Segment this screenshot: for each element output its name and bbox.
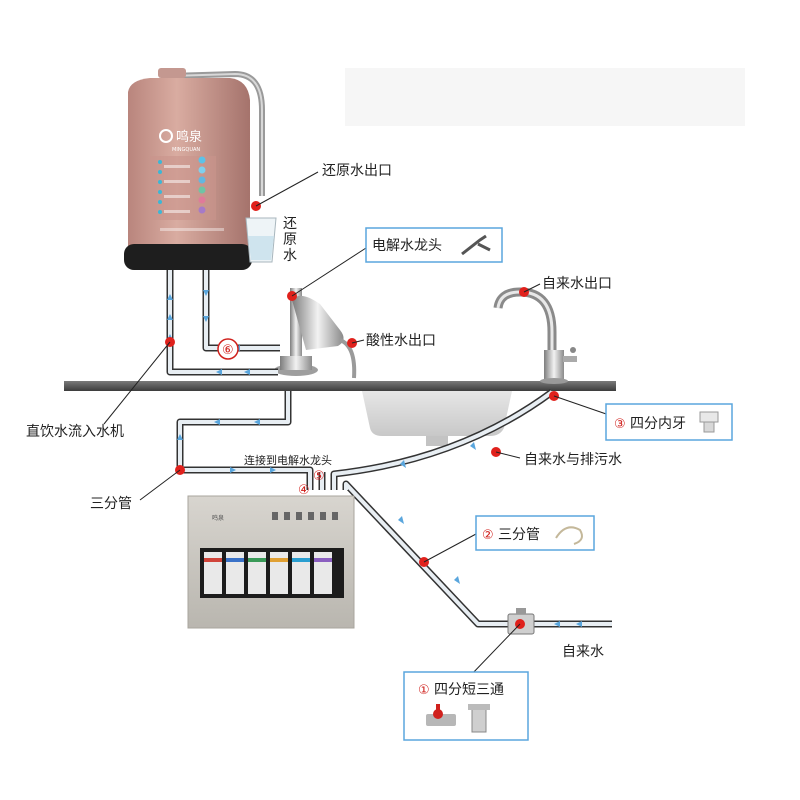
- brand-logo-icon: [159, 129, 173, 143]
- svg-text:电解水龙头: 电解水龙头: [372, 238, 442, 254]
- label-three-quarter-pipe-left: 三分管: [90, 496, 132, 512]
- tap-water-faucet: [493, 287, 577, 384]
- label-reduced-water-v3: 水: [283, 248, 297, 264]
- callout-three-quarter-pipe: ② 三分管: [475, 515, 595, 551]
- background-band: [345, 68, 745, 126]
- sink: [362, 391, 512, 446]
- label-direct-drink-inflow: 直饮水流入水机: [26, 423, 124, 440]
- label-tap-and-drain: 自来水与排污水: [524, 452, 622, 468]
- machine-brand-en: MINGQUAN: [172, 147, 200, 153]
- svg-text:三分管: 三分管: [498, 527, 540, 543]
- label-connect-to-faucet: 连接到电解水龙头: [244, 453, 332, 467]
- machine-brand: 鸣泉: [176, 129, 202, 145]
- svg-text:⑥: ⑥: [222, 343, 234, 358]
- marker-5: ⑤: [313, 469, 325, 484]
- svg-text:四分短三通: 四分短三通: [434, 682, 504, 698]
- callout-short-tee: ① 四分短三通: [403, 671, 529, 741]
- callout-electrolysis-faucet: 电解水龙头: [365, 227, 503, 263]
- label-tap-water-outlet: 自来水出口: [542, 276, 612, 292]
- svg-text:①: ①: [418, 683, 430, 698]
- short-tee-icon: [468, 704, 490, 733]
- countertop: [64, 381, 616, 391]
- label-acid-water-outlet: 酸性水出口: [366, 333, 436, 349]
- label-reduced-water-outlet: 还原水出口: [322, 163, 392, 179]
- glass-cup-icon: [245, 217, 277, 263]
- ball-valve-icon: [426, 704, 456, 726]
- marker-4: ④: [298, 483, 310, 498]
- water-ionizer-machine: 鸣泉 MINGQUAN: [124, 68, 265, 270]
- label-tap-water: 自来水: [562, 644, 604, 660]
- label-reduced-water-v1: 还: [283, 216, 297, 232]
- filter-unit: 鸣泉: [187, 495, 355, 629]
- callout-inner-thread: ③ 四分内牙: [605, 403, 733, 441]
- inner-thread-fitting-icon: [699, 411, 719, 433]
- svg-text:③: ③: [614, 417, 626, 432]
- electrolysis-faucet: [274, 288, 357, 379]
- leader-lines: [103, 171, 613, 677]
- svg-text:②: ②: [482, 528, 494, 543]
- faucet-mini-icon: [461, 234, 491, 256]
- label-reduced-water-v2: 原: [283, 232, 297, 248]
- coiled-pipe-icon: [555, 526, 583, 545]
- svg-text:四分内牙: 四分内牙: [630, 416, 686, 432]
- marker-6: ⑥: [217, 338, 239, 360]
- filter-cartridges: [204, 552, 332, 594]
- filter-brand: 鸣泉: [212, 514, 224, 522]
